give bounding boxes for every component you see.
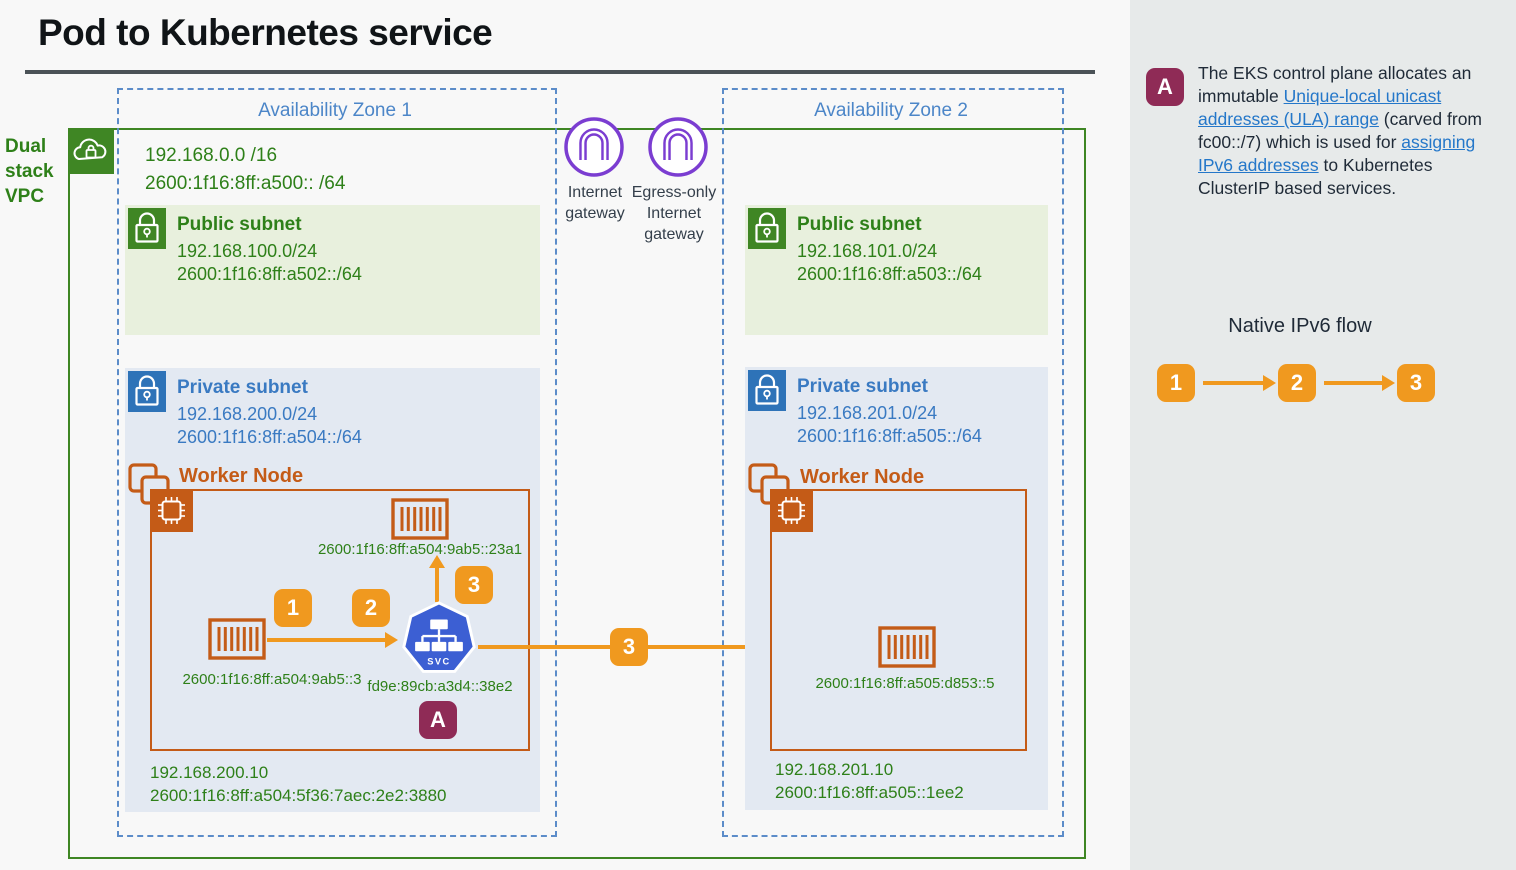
az1-private-cidr-ipv6: 2600:1f16:8ff:a504::/64 (177, 427, 362, 447)
flow-step-2: 2 (1278, 364, 1316, 402)
step-badge-2: 2 (352, 589, 390, 627)
az2-worker-node-label: Worker Node (800, 466, 925, 488)
note-text-part1: The EKS control plane allocates an immut… (1198, 63, 1472, 106)
az1-local-pod-ip: 2600:1f16:8ff:a504:9ab5::23a1 (317, 541, 523, 558)
service-icon-label: SVC (427, 656, 450, 666)
ula-range-link[interactable]: Unique-local unicast addresses (ULA) ran… (1198, 86, 1442, 129)
sidebar-note: The EKS control plane allocates an immut… (1198, 62, 1506, 200)
az1-worker-node-label: Worker Node (179, 465, 304, 487)
flow-step-3: 3 (1397, 364, 1435, 402)
az2-remote-pod-ip: 2600:1f16:8ff:a505:d853::5 (815, 675, 995, 692)
step-badge-1: 1 (274, 589, 312, 627)
flow-arrow-service-to-remote-pod (478, 645, 862, 649)
vpc-cidr-ipv6: 2600:1f16:8ff:a500:: /64 (145, 173, 346, 194)
az1-private-cidr-ipv4: 192.168.200.0/24 (177, 404, 318, 424)
egress-only-gateway-icon (647, 116, 709, 183)
az2-public-cidr-ipv6: 2600:1f16:8ff:a503::/64 (797, 264, 982, 284)
vpc-cidr-ipv4: 192.168.0.0 /16 (145, 145, 278, 166)
az1-node-ipv6: 2600:1f16:8ff:a504:5f36:7aec:2e2:3880 (150, 786, 447, 805)
internet-gateway-icon (563, 116, 625, 183)
cloud-lock-icon (73, 138, 107, 160)
flow-legend-title: Native IPv6 flow (1228, 315, 1372, 337)
note-marker-badge: A (419, 701, 457, 739)
step-badge-3: 3 (455, 566, 493, 604)
page-title: Pod to Kubernetes service (38, 12, 493, 53)
title-divider (25, 70, 1095, 74)
az2-public-cidr-ipv4: 192.168.101.0/24 (797, 241, 938, 261)
az2-label: Availability Zone 2 (814, 100, 968, 121)
pod-container-icon (877, 625, 937, 674)
az2-node-ipv4: 192.168.201.10 (775, 760, 894, 779)
az1-public-cidr-ipv6: 2600:1f16:8ff:a502::/64 (177, 264, 362, 284)
egress-only-gateway-label: Egress-only Internet gateway (631, 184, 717, 243)
private-subnet-lock-icon (748, 370, 786, 411)
instance-chip-icon (150, 489, 193, 532)
internet-gateway-label: Internet gateway (565, 184, 625, 222)
az1-source-pod-ip: 2600:1f16:8ff:a504:9ab5::3 (182, 671, 362, 688)
az2-private-cidr-ipv6: 2600:1f16:8ff:a505::/64 (797, 426, 982, 446)
flow-arrow-service-to-pod (435, 566, 439, 602)
availability-zone-2 (722, 88, 1064, 837)
flow-legend-arrow (1324, 381, 1384, 385)
kubernetes-service-icon: SVC (400, 600, 478, 683)
az1-node-ipv4: 192.168.200.10 (150, 763, 269, 782)
az1-worker-node-boundary (150, 489, 530, 751)
note-text-part3: to Kubernetes ClusterIP based services. (1198, 155, 1433, 198)
az1-public-subnet (125, 205, 540, 335)
sidebar (1130, 0, 1516, 870)
vpc-label: Dual stack VPC (5, 136, 54, 207)
az1-label: Availability Zone 1 (258, 100, 412, 121)
az2-worker-node-boundary (770, 489, 1027, 751)
az2-private-subnet (745, 367, 1048, 810)
az1-public-subnet-title: Public subnet (177, 214, 302, 235)
flow-step-1: 1 (1157, 364, 1195, 402)
az2-private-subnet-title: Private subnet (797, 376, 928, 397)
vpc-icon (68, 128, 114, 174)
pod-container-icon (390, 497, 450, 546)
public-subnet-lock-icon (748, 208, 786, 249)
az1-service-ip: fd9e:89cb:a3d4::38e2 (367, 678, 513, 695)
az1-public-cidr-ipv4: 192.168.100.0/24 (177, 241, 318, 261)
az2-node-ipv6: 2600:1f16:8ff:a505::1ee2 (775, 783, 964, 802)
az2-public-subnet-title: Public subnet (797, 214, 922, 235)
flow-legend-arrow (1203, 381, 1265, 385)
step-badge-3: 3 (610, 628, 648, 666)
availability-zone-1 (117, 88, 557, 837)
az2-public-subnet (745, 205, 1048, 335)
note-text-part2: (carved from fc00::/7) which is used for (1198, 109, 1482, 152)
public-subnet-lock-icon (128, 208, 166, 249)
instance-chip-icon (770, 489, 813, 532)
flow-arrow-pod-to-service (267, 638, 387, 642)
private-subnet-lock-icon (128, 371, 166, 412)
az1-private-subnet-title: Private subnet (177, 377, 308, 398)
pod-container-icon (207, 617, 267, 666)
assigning-ipv6-link[interactable]: assigning IPv6 addresses (1198, 132, 1476, 175)
sidebar-note-marker: A (1146, 68, 1184, 106)
az2-private-cidr-ipv4: 192.168.201.0/24 (797, 403, 938, 423)
